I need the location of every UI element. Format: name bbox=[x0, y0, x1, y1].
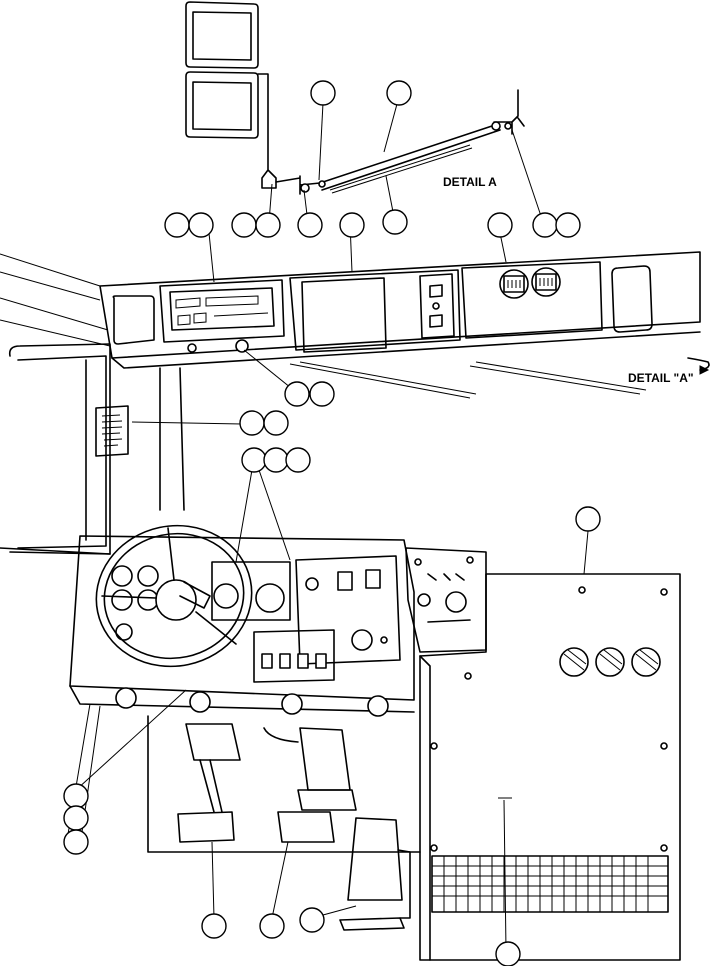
callout-circle bbox=[241, 447, 267, 473]
callout-circle bbox=[63, 805, 89, 831]
instrument-dash bbox=[69, 524, 415, 717]
callout-circles bbox=[63, 80, 601, 966]
callout-circle bbox=[201, 913, 227, 939]
callout-circle bbox=[309, 381, 335, 407]
detail-a-arrow-head bbox=[699, 365, 710, 375]
detail-a-reference: DETAIL "A" bbox=[628, 371, 694, 385]
floor-pedals bbox=[65, 703, 421, 931]
callout-circle bbox=[339, 212, 365, 238]
callout-circle bbox=[239, 410, 265, 436]
callout-circle bbox=[63, 829, 89, 855]
side-switch-panel bbox=[405, 547, 487, 653]
callout-circle bbox=[575, 506, 601, 532]
detail-a-title: DETAIL A bbox=[443, 175, 497, 189]
callout-circle bbox=[382, 209, 408, 235]
callout-circle bbox=[188, 212, 214, 238]
callout-circle bbox=[555, 212, 581, 238]
callout-circle bbox=[263, 410, 289, 436]
side-console bbox=[419, 573, 681, 961]
callout-circle bbox=[532, 212, 558, 238]
callout-circle bbox=[285, 447, 311, 473]
callout-circle bbox=[299, 907, 325, 933]
callout-circle bbox=[263, 447, 289, 473]
callout-circle bbox=[231, 212, 257, 238]
callout-circle bbox=[164, 212, 190, 238]
callout-circle bbox=[255, 212, 281, 238]
overhead-console bbox=[0, 251, 701, 399]
callout-circle bbox=[284, 381, 310, 407]
mirror-assembly bbox=[185, 1, 525, 195]
detail-a-arrow bbox=[687, 357, 710, 371]
callout-circle bbox=[310, 80, 336, 106]
callout-circle bbox=[386, 80, 412, 106]
cab-frame bbox=[0, 343, 243, 555]
callout-circle bbox=[297, 212, 323, 238]
callout-circle bbox=[487, 212, 513, 238]
callout-circle bbox=[495, 941, 521, 966]
callout-circle bbox=[63, 783, 89, 809]
callout-circle bbox=[259, 913, 285, 939]
